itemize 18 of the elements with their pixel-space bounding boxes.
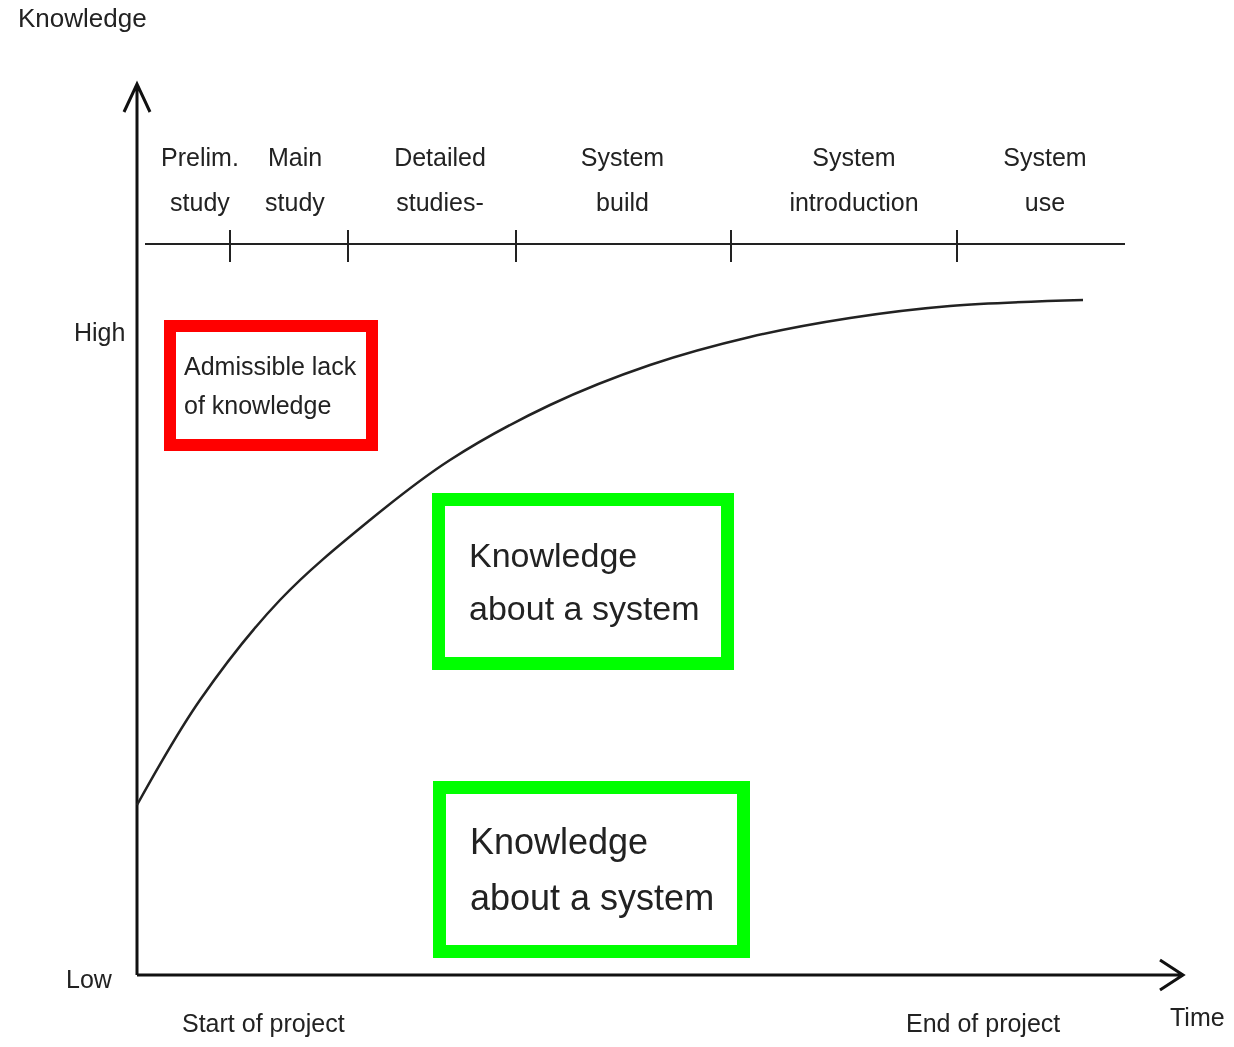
box-text: Knowledge about a system [470, 819, 716, 920]
phase-label: System build [579, 142, 666, 218]
axis-tick-label: Low [66, 964, 113, 995]
phase-label: Detailed studies- [393, 142, 487, 218]
phase-label: System use [1002, 142, 1088, 218]
box-text: Knowledge about a system [469, 534, 701, 629]
axis-tick-label: High [74, 317, 127, 348]
axis-tick-label: Start of project [182, 1008, 346, 1039]
note-box [164, 320, 378, 451]
concept-box [433, 781, 750, 958]
axis-title: Time [1170, 1002, 1226, 1033]
axis-title: Knowledge [18, 2, 148, 35]
axis-tick-label: End of project [906, 1008, 1062, 1039]
concept-box [432, 493, 734, 670]
box-text: Admissible lack of knowledge [184, 350, 358, 421]
phase-label: Prelim. study [160, 142, 240, 218]
phase-label: System introduction [788, 142, 920, 218]
phase-label: Main study [264, 142, 326, 218]
